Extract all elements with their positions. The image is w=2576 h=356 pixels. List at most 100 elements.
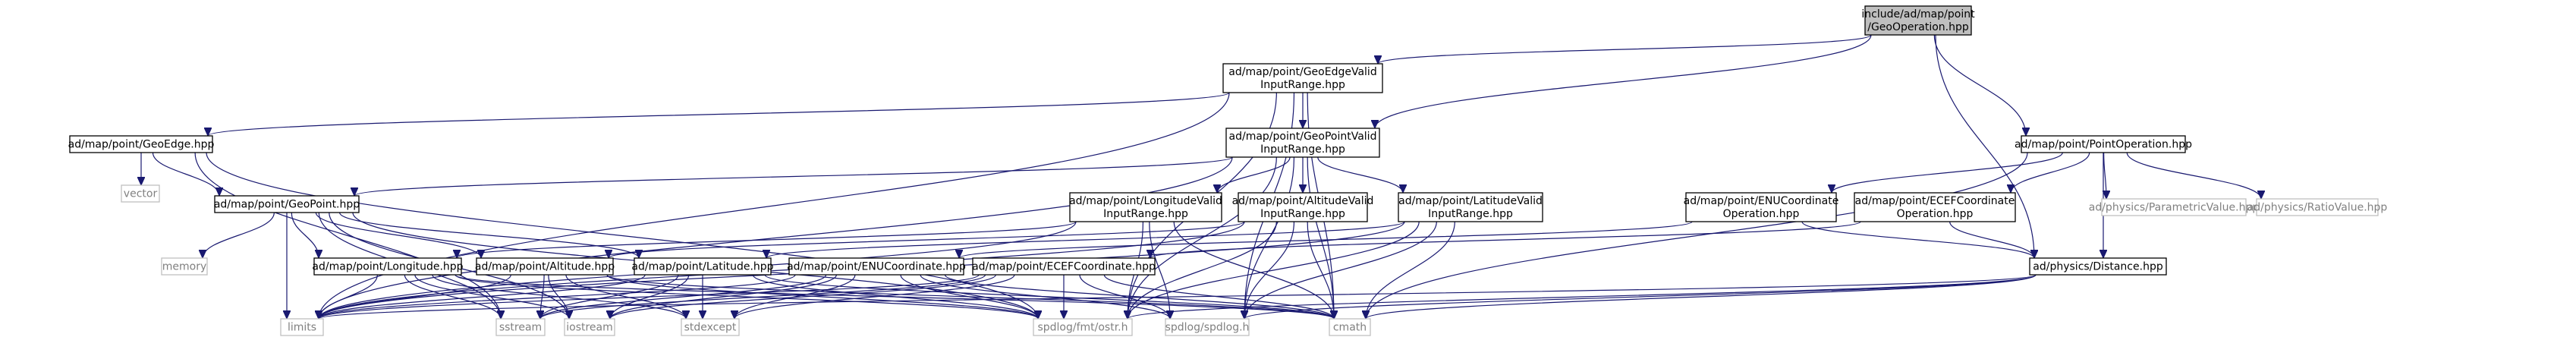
node-vector-label-0: vector [124, 188, 158, 200]
edge-geopoint-to-memory [203, 212, 275, 258]
node-fmtostr[interactable]: spdlog/fmt/ostr.h [1033, 318, 1133, 336]
node-spdlog[interactable]: spdlog/spdlog.h [1165, 318, 1250, 336]
edge-geopointvalid-to-cmath [1307, 156, 1334, 319]
node-pointoperation[interactable]: ad/map/point/PointOperation.hpp [2015, 135, 2192, 153]
edge-ecefcoordinate-to-stdexcept [734, 274, 1015, 319]
node-ecefcoordinate[interactable]: ad/map/point/ECEFCoordinate.hpp [972, 257, 1156, 276]
node-cmath-box [1329, 318, 1371, 336]
node-longitudevalid-label-1: InputRange.hpp [1103, 208, 1188, 220]
node-limits[interactable]: limits [280, 318, 324, 336]
edge-latitude-to-limits [319, 274, 646, 319]
node-latitudevalid-box [1398, 192, 1543, 222]
node-geopoint-label-0: ad/map/point/GeoPoint.hpp [214, 199, 360, 211]
edge-altitude-to-stdexcept [565, 274, 686, 319]
node-latitude[interactable]: ad/map/point/Latitude.hpp [631, 257, 774, 276]
node-longitudevalid[interactable]: ad/map/point/LongitudeValidInputRange.hp… [1069, 192, 1222, 222]
node-longitude-box [313, 257, 462, 276]
edge-altitudevalid-to-fmtostr [1128, 221, 1277, 319]
node-latitude-box [634, 257, 772, 276]
node-ratiovalue[interactable]: ad/physics/RatioValue.hpp [2247, 198, 2388, 216]
dependency-edges [141, 34, 2261, 319]
node-enucoordop-label-0: ad/map/point/ENUCoordinate [1684, 195, 1839, 207]
edge-geooperation-to-distance [1935, 34, 2034, 258]
node-iostream[interactable]: iostream [564, 318, 615, 336]
dependency-nodes: include/ad/map/point/GeoOperation.hpp ad/… [68, 5, 2388, 336]
node-altitudevalid-label-1: InputRange.hpp [1260, 208, 1345, 220]
node-vector-box [121, 184, 160, 203]
edge-ecefcoordinate-to-iostream [610, 274, 996, 319]
node-geooperation-label-1: /GeoOperation.hpp [1867, 21, 1969, 33]
node-pointoperation-label-0: ad/map/point/PointOperation.hpp [2015, 139, 2192, 151]
edge-altitude-to-fmtostr [606, 274, 1038, 319]
node-ratiovalue-box [2256, 198, 2379, 216]
node-ecefcoordop-label-0: ad/map/point/ECEFCoordinate [1855, 195, 2015, 207]
edge-geopointvalid-to-fmtostr [1128, 156, 1277, 319]
node-longitudevalid-label-0: ad/map/point/LongitudeValid [1069, 195, 1222, 207]
node-memory[interactable]: memory [161, 257, 208, 276]
edge-geopointvalid-to-longitudevalid [1217, 156, 1291, 193]
node-memory-label-0: memory [162, 261, 207, 273]
edge-ecefcoordinate-to-cmath [1103, 274, 1334, 319]
node-geoedge[interactable]: ad/map/point/GeoEdge.hpp [68, 135, 215, 153]
node-longitude-label-0: ad/map/point/Longitude.hpp [312, 261, 463, 273]
edge-geopointvalid-to-limits [319, 156, 1233, 319]
edge-ecefcoordop-to-distance [1949, 221, 2034, 258]
node-geopoint[interactable]: ad/map/point/GeoPoint.hpp [214, 195, 360, 213]
node-limits-label-0: limits [288, 322, 316, 334]
node-ecefcoordinate-label-0: ad/map/point/ECEFCoordinate.hpp [972, 261, 1156, 273]
node-altitude[interactable]: ad/map/point/Altitude.hpp [475, 257, 615, 276]
edge-enucoordinate-to-stdexcept [734, 274, 856, 319]
edge-geooperation-to-pointoperation [1933, 34, 2026, 136]
edge-latitudevalid-to-latitude [766, 221, 1405, 258]
node-sstream[interactable]: sstream [495, 318, 546, 336]
edge-enucoordinate-to-iostream [610, 274, 837, 319]
edge-distance-to-cmath [1366, 274, 2037, 319]
edge-pointoperation-to-ratiovalue [2126, 152, 2261, 199]
edge-altitudevalid-to-cmath [1307, 221, 1334, 319]
node-geooperation[interactable]: include/ad/map/point/GeoOperation.hpp [1861, 5, 1975, 36]
edge-geoedgevalid-to-limits [319, 92, 1230, 319]
edge-longitudevalid-to-longitude [457, 221, 1077, 258]
node-enucoordinate[interactable]: ad/map/point/ENUCoordinate.hpp [787, 257, 966, 276]
node-ratiovalue-label-0: ad/physics/RatioValue.hpp [2247, 202, 2388, 214]
node-geoedge-box [69, 135, 213, 153]
edge-pointoperation-to-enucoordop [1832, 152, 2063, 193]
node-enucoordinate-box [788, 257, 964, 276]
edge-geopoint-to-latitude [339, 212, 639, 258]
node-altitudevalid-label-0: ad/map/point/AltitudeValid [1232, 195, 1374, 207]
node-pointoperation-box [2021, 135, 2186, 153]
node-vector[interactable]: vector [121, 184, 160, 203]
node-memory-box [161, 257, 208, 276]
node-stdexcept-label-0: stdexcept [684, 322, 737, 334]
node-geoedge-label-0: ad/map/point/GeoEdge.hpp [68, 139, 215, 151]
node-parametricvalue-box [2101, 198, 2247, 216]
edge-altitudevalid-to-spdlog [1244, 221, 1295, 319]
edge-altitude-to-limits [319, 274, 511, 319]
node-latitude-label-0: ad/map/point/Latitude.hpp [631, 261, 773, 273]
edge-longitude-to-fmtostr [454, 274, 1038, 319]
node-altitude-label-0: ad/map/point/Altitude.hpp [475, 261, 615, 273]
node-cmath[interactable]: cmath [1329, 318, 1371, 336]
node-geoedgevalid-label-1: InputRange.hpp [1260, 79, 1345, 91]
node-distance[interactable]: ad/physics/Distance.hpp [2029, 257, 2167, 276]
edge-enucoordinate-to-fmtostr [900, 274, 1038, 319]
node-stdexcept[interactable]: stdexcept [681, 318, 740, 336]
edge-geopointvalid-to-latitudevalid [1317, 156, 1403, 193]
node-longitude[interactable]: ad/map/point/Longitude.hpp [312, 257, 464, 276]
node-fmtostr-box [1033, 318, 1133, 336]
edge-pointoperation-to-parametricvalue [2104, 152, 2106, 199]
node-geooperation-label-0: include/ad/map/point [1861, 8, 1975, 20]
node-parametricvalue[interactable]: ad/physics/ParametricValue.hpp [2089, 198, 2260, 216]
edge-ecefcoordinate-to-limits [319, 274, 980, 319]
node-geopointvalid-label-1: InputRange.hpp [1260, 143, 1345, 156]
node-geoedgevalid-box [1222, 63, 1383, 93]
node-ecefcoordop-label-1: Operation.hpp [1897, 208, 1974, 220]
node-ecefcoordop-box [1854, 192, 2016, 222]
edge-pointoperation-to-ecefcoordop [2011, 152, 2090, 193]
